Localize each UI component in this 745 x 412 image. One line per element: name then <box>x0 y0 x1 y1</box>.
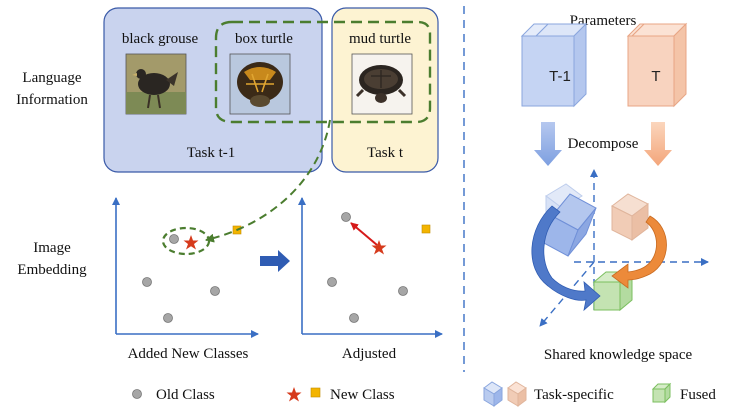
adjust-red-arrow <box>350 222 378 246</box>
old-class-point <box>349 313 359 323</box>
task-prev-label: Task t-1 <box>187 145 236 161</box>
adjust-transition-arrow <box>260 250 290 272</box>
orange-curved-arrow <box>611 215 667 289</box>
plot-before-axes <box>112 197 259 338</box>
cube-prev: T-1 <box>520 22 588 108</box>
legend-task-specific-icon-blue <box>483 381 503 407</box>
cube-prev-label: T-1 <box>549 68 571 85</box>
new-class-star <box>183 235 199 250</box>
embedding-link-arrow <box>205 119 331 243</box>
old-class-point <box>327 277 337 287</box>
legend-task-specific-label: Task-specific <box>534 387 614 403</box>
box-turtle-photo <box>229 53 291 115</box>
legend: Old Class New Class Task-specific Fused <box>132 381 716 407</box>
mud-turtle-photo <box>351 53 413 115</box>
legend-old-class-label: Old Class <box>156 387 215 403</box>
legend-old-class-icon <box>132 389 142 399</box>
legend-new-class-label: New Class <box>330 387 395 403</box>
plot-after-caption: Adjusted <box>342 346 397 362</box>
cube-curr-label: T <box>651 68 660 85</box>
cube-curr: T <box>626 22 688 108</box>
decompose-arrow-blue <box>534 122 562 166</box>
legend-new-class-square <box>310 387 321 398</box>
new-class-star <box>371 240 387 255</box>
legend-fused-icon <box>651 382 672 404</box>
row-label-embedding: Embedding <box>17 262 87 278</box>
box-turtle-dashed-outline <box>214 20 432 124</box>
plot-before-caption: Added New Classes <box>128 346 249 362</box>
legend-fused-label: Fused <box>680 387 716 403</box>
blue-task-cube <box>541 193 597 257</box>
row-label-information: Information <box>16 92 88 108</box>
black-grouse-photo <box>125 53 187 115</box>
plot-after-points <box>327 212 431 323</box>
old-class-point <box>142 277 152 287</box>
old-class-point <box>169 234 179 244</box>
row-label-language: Language <box>22 70 81 86</box>
new-class-square <box>421 224 431 234</box>
task-curr-label: Task t <box>367 145 404 161</box>
old-class-point <box>210 286 220 296</box>
decompose-arrow-orange <box>644 122 672 166</box>
old-class-point <box>341 212 351 222</box>
decompose-label: Decompose <box>568 136 639 152</box>
class-name-box-turtle: box turtle <box>235 31 293 47</box>
plot-before-points <box>142 225 242 323</box>
task-prev-box <box>103 7 323 173</box>
old-class-point <box>163 313 173 323</box>
class-name-mud-turtle: mud turtle <box>349 31 411 47</box>
old-class-point <box>398 286 408 296</box>
class-name-black-grouse: black grouse <box>122 31 199 47</box>
space-caption: Shared knowledge space <box>544 347 693 363</box>
legend-task-specific-icon-orange <box>507 381 527 407</box>
plot-after-axes <box>298 197 443 338</box>
orange-task-cube <box>611 193 649 241</box>
legend-new-class-star <box>286 387 302 402</box>
row-label-image: Image <box>33 240 71 256</box>
blue-curved-arrow <box>531 205 601 312</box>
